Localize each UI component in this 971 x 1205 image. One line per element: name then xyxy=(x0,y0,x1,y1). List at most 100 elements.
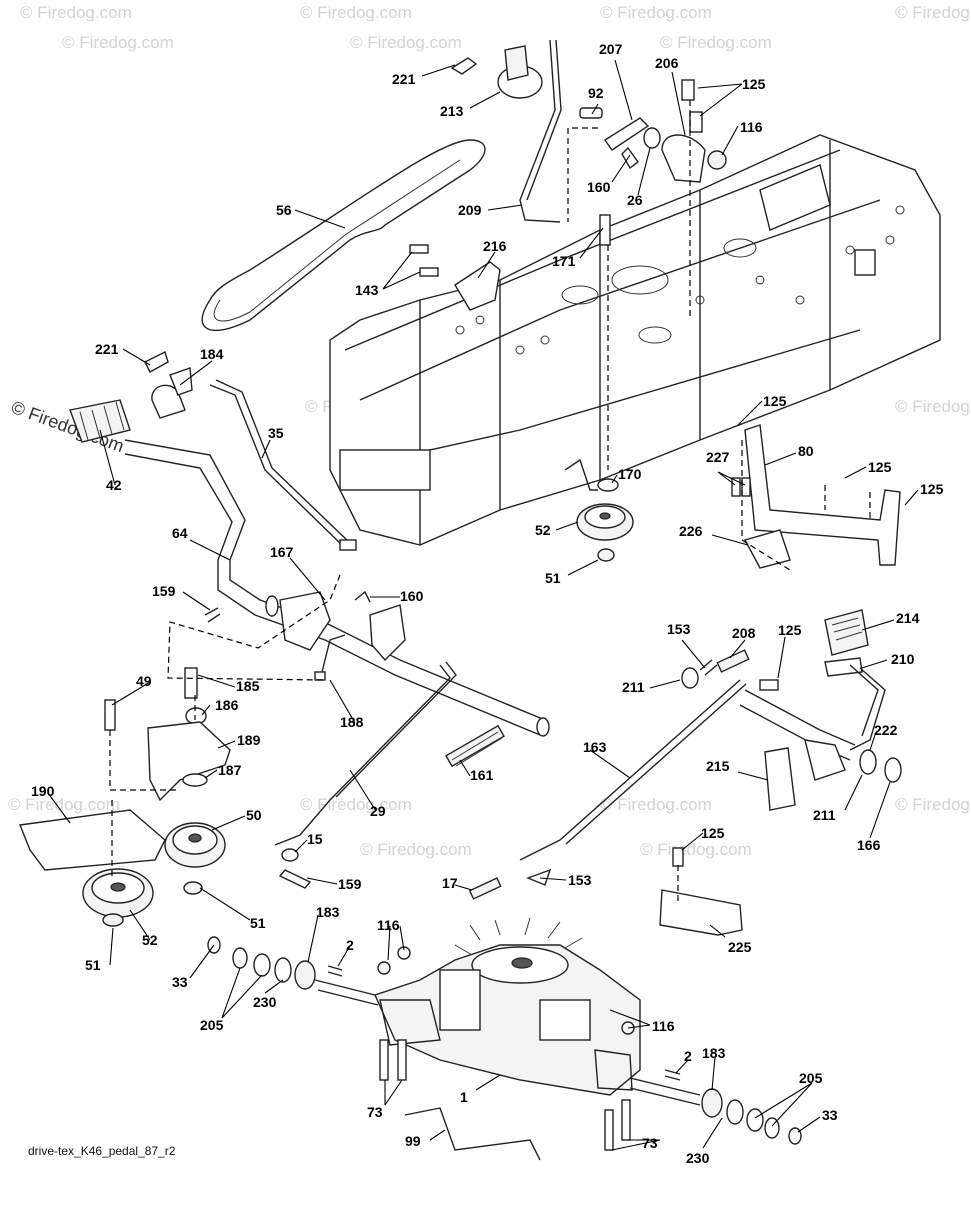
callout-42: 42 xyxy=(106,477,122,493)
callout-221: 221 xyxy=(392,71,416,87)
callout-161: 161 xyxy=(470,767,494,783)
watermark: © Firedog.com xyxy=(8,795,120,814)
callout-125: 125 xyxy=(868,459,892,475)
drive-belt xyxy=(201,139,486,332)
callout-230: 230 xyxy=(686,1150,710,1166)
callout-215: 215 xyxy=(706,758,730,774)
callout-185: 185 xyxy=(236,678,260,694)
alignment-lines xyxy=(109,100,871,905)
callout-226: 226 xyxy=(679,523,703,539)
callout-167: 167 xyxy=(270,544,294,560)
callout-205: 205 xyxy=(200,1017,224,1033)
watermark: © Firedog.com xyxy=(660,33,772,52)
watermark: © Firedog.com xyxy=(360,840,472,859)
top-linkage-parts xyxy=(450,39,727,246)
callout-225: 225 xyxy=(728,939,752,955)
callout-211: 211 xyxy=(622,679,645,695)
watermark: © Firedog.com xyxy=(600,3,712,22)
transaxle xyxy=(314,917,701,1151)
callout-216: 216 xyxy=(483,238,507,254)
watermark: © Firedog.com xyxy=(895,795,971,814)
watermark: © Firedog.com xyxy=(20,3,132,22)
callout-92: 92 xyxy=(588,85,604,101)
callout-208: 208 xyxy=(732,625,756,641)
callout-50: 50 xyxy=(246,807,262,823)
callout-159: 159 xyxy=(338,876,362,892)
callout-51: 51 xyxy=(250,915,266,931)
watermark: © Firedog.com xyxy=(600,795,712,814)
watermark: © Firedog.com xyxy=(895,397,971,416)
idler-assembly-lower xyxy=(19,809,166,927)
callout-209: 209 xyxy=(458,202,482,218)
callout-51: 51 xyxy=(545,570,561,586)
watermark: © Firedog.com xyxy=(300,3,412,22)
callout-188: 188 xyxy=(340,714,364,730)
callout-49: 49 xyxy=(136,673,152,689)
callout-186: 186 xyxy=(215,697,239,713)
callout-213: 213 xyxy=(440,103,464,119)
brake-pedal-assembly xyxy=(519,609,902,886)
callout-26: 26 xyxy=(627,192,643,208)
diagram-caption: drive-tex_K46_pedal_87_r2 xyxy=(28,1144,176,1158)
callout-214: 214 xyxy=(896,610,920,626)
callout-211: 211 xyxy=(813,807,836,823)
rod-99 xyxy=(404,1107,541,1161)
callout-210: 210 xyxy=(891,651,915,667)
control-plate xyxy=(204,590,406,681)
watermark: © Firedog.com xyxy=(62,33,174,52)
callout-160: 160 xyxy=(400,588,424,604)
callout-221: 221 xyxy=(95,341,119,357)
axle-hardware-left xyxy=(207,936,343,990)
callout-125: 125 xyxy=(778,622,802,638)
callout-190: 190 xyxy=(31,783,55,799)
callout-163: 163 xyxy=(583,739,607,755)
callout-171: 171 xyxy=(552,253,576,269)
callout-227: 227 xyxy=(706,449,730,465)
leader-lines xyxy=(47,59,919,1151)
callout-33: 33 xyxy=(822,1107,838,1123)
callout-29: 29 xyxy=(370,803,386,819)
pedal-shaft-assembly xyxy=(69,351,550,737)
callout-166: 166 xyxy=(857,837,881,853)
callout-80: 80 xyxy=(798,443,814,459)
callout-207: 207 xyxy=(599,41,623,57)
watermark: © Firedog.com xyxy=(350,33,462,52)
frame-chassis xyxy=(329,134,941,546)
callout-52: 52 xyxy=(535,522,551,538)
callout-205: 205 xyxy=(799,1070,823,1086)
callout-15: 15 xyxy=(307,831,323,847)
callout-17: 17 xyxy=(442,875,458,891)
bracket-216 xyxy=(409,244,501,311)
bracket-225 xyxy=(659,889,743,936)
callout-1: 1 xyxy=(460,1089,468,1105)
watermark: © Firedog.com xyxy=(300,795,412,814)
callout-56: 56 xyxy=(276,202,292,218)
callout-labels: 221 213 92 207 206 125 116 160 26 56 209… xyxy=(31,41,944,1166)
callout-143: 143 xyxy=(355,282,379,298)
callout-116: 116 xyxy=(377,917,400,933)
callout-73: 73 xyxy=(642,1135,658,1151)
bracket-80 xyxy=(731,424,901,569)
callout-125: 125 xyxy=(763,393,787,409)
callout-35: 35 xyxy=(268,425,284,441)
callout-160: 160 xyxy=(587,179,611,195)
callout-125: 125 xyxy=(742,76,766,92)
callout-2: 2 xyxy=(346,937,354,953)
callout-52: 52 xyxy=(142,932,158,948)
callout-116: 116 xyxy=(652,1018,675,1034)
callout-125: 125 xyxy=(920,481,944,497)
callout-183: 183 xyxy=(316,904,340,920)
callout-153: 153 xyxy=(667,621,691,637)
callout-184: 184 xyxy=(200,346,224,362)
callout-125: 125 xyxy=(701,825,725,841)
callout-159: 159 xyxy=(152,583,176,599)
callout-183: 183 xyxy=(702,1045,726,1061)
watermark: © Firedog.com xyxy=(640,840,752,859)
idler-assembly-left xyxy=(104,667,231,895)
callout-51: 51 xyxy=(85,957,101,973)
watermark: © Firedog.com xyxy=(895,3,971,22)
callout-99: 99 xyxy=(405,1133,421,1149)
callout-116: 116 xyxy=(740,119,763,135)
